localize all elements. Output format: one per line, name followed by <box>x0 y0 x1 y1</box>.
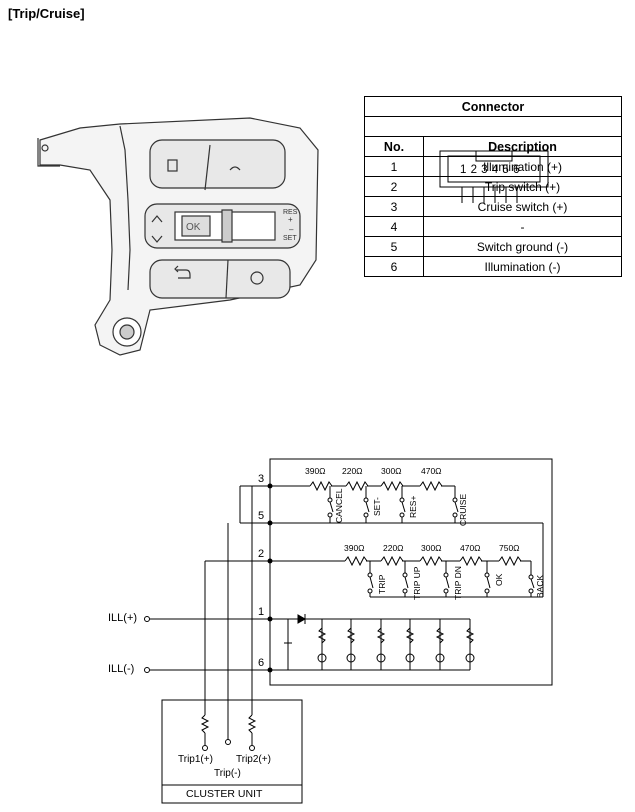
cruise-resistor-label: 300Ω <box>381 466 402 476</box>
table-row: 4- <box>364 216 622 237</box>
svg-text:+: + <box>288 215 293 224</box>
pin-6-label: 6 <box>258 657 265 669</box>
column-no: No. <box>364 136 424 157</box>
switch-label-res: RES+ <box>408 495 418 518</box>
pin-5-label: 5 <box>258 510 265 522</box>
mode-circle-icon <box>250 271 264 285</box>
pin-3-label: 3 <box>258 473 265 485</box>
switch-label-trip-dn: TRIP DN <box>453 566 463 600</box>
ill-plus-label: ILL(+) <box>108 612 138 624</box>
page-title: [Trip/Cruise] <box>8 6 85 21</box>
switch-label-trip: TRIP <box>377 574 387 594</box>
back-icon <box>174 265 191 279</box>
connector-drawing-cell: 1 2 3 4 5 6 <box>364 116 622 176</box>
switch-label-set: SET- <box>372 497 382 516</box>
pin-2-label: 2 <box>258 548 265 560</box>
connector-title: Connector <box>364 96 622 117</box>
cruise-resistor-label: 390Ω <box>305 466 326 476</box>
trip1-label: Trip1(+) <box>178 754 213 765</box>
cruise-resistor-label: 220Ω <box>342 466 363 476</box>
trip-resistor-label: 750Ω <box>499 543 520 553</box>
trip-resistor-label: 390Ω <box>344 543 365 553</box>
trip-resistor-label: 470Ω <box>460 543 481 553</box>
cluster-unit-label: CLUSTER UNIT <box>186 788 263 800</box>
cruise-resistor-label: 470Ω <box>421 466 442 476</box>
ok-button-label: OK <box>186 222 201 233</box>
switch-label-trip-up: TRIP UP <box>412 566 422 600</box>
cruise-icon <box>229 166 241 171</box>
chevron-up-icon <box>151 215 163 223</box>
switch-label-ok: OK <box>494 573 504 586</box>
trip-mode-icon <box>167 159 178 172</box>
trip-resistor-label: 300Ω <box>421 543 442 553</box>
pin-1-label: 1 <box>258 606 265 618</box>
switch-label-back: BACK <box>535 574 545 598</box>
schematic-wiring <box>144 458 553 804</box>
switch-label-cancel: CANCEL <box>334 488 344 523</box>
cluster-unit-box <box>161 699 303 804</box>
trip2-label: Trip2(+) <box>236 754 271 765</box>
chevron-down-icon <box>151 235 163 243</box>
res-plus-label: RES <box>283 209 298 216</box>
set-label: SET <box>283 235 297 242</box>
ill-minus-label: ILL(-) <box>108 663 135 675</box>
svg-text:–: – <box>289 225 294 234</box>
trip-minus-label: Trip(-) <box>214 768 241 779</box>
trip-resistor-label: 220Ω <box>383 543 404 553</box>
switch-module-box <box>269 458 553 686</box>
connector-pin-numbers: 1 2 3 4 5 6 <box>460 164 520 176</box>
column-description: Description <box>423 136 622 157</box>
switch-label-cruise: CRUISE <box>458 493 468 526</box>
